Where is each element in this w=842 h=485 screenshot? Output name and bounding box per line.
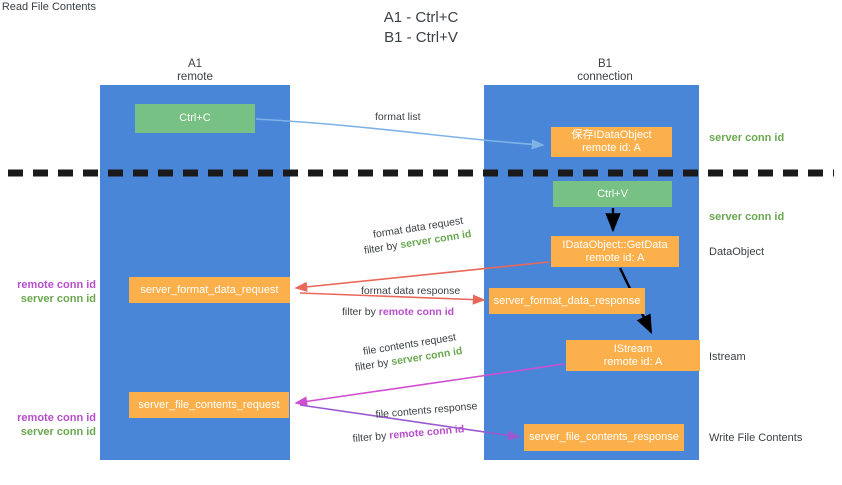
annotation-read-file-contents: Read File Contents	[1, 1, 96, 13]
lane-header-a1: A1 remote	[177, 58, 213, 83]
annotation-conn-ids-file: remote conn id server conn id	[2, 411, 96, 439]
node-istream[interactable]: IStream remote id: A	[566, 340, 700, 371]
lane-header-b1: B1 connection	[577, 58, 633, 83]
annotation-dataobject: DataObject	[709, 246, 765, 258]
node-server-file-contents-response[interactable]: server_file_contents_response	[524, 424, 684, 451]
annotation-server-conn-id-second: server conn id	[709, 211, 785, 223]
node-server-format-data-response[interactable]: server_format_data_response	[489, 288, 645, 314]
annotation-remote-conn-id-2: remote conn id	[17, 412, 96, 424]
edge-label-filter-remote-conn-id-file: filter by remote conn id	[352, 422, 465, 446]
annotation-server-conn-id-top: server conn id	[709, 132, 785, 144]
node-server-format-data-request[interactable]: server_format_data_request	[129, 277, 290, 303]
annotation-write-file-contents: Write File Contents	[709, 432, 803, 444]
node-ctrl-v[interactable]: Ctrl+V	[553, 181, 672, 207]
edge-label-file-contents-response: file contents response	[375, 400, 478, 421]
remote-conn-id-key: remote conn id	[378, 306, 455, 318]
edge-label-format-list: format list	[375, 111, 421, 123]
filter-by-text-3: filter by	[354, 356, 393, 374]
edge-label-format-data-response: format data response	[361, 285, 461, 297]
node-ctrl-c[interactable]: Ctrl+C	[135, 104, 255, 133]
node-server-file-contents-request[interactable]: server_file_contents_request	[129, 392, 289, 418]
filter-by-text-2: filter by	[342, 306, 379, 318]
filter-by-text: filter by	[363, 239, 402, 257]
annotation-server-conn-id-3: server conn id	[20, 426, 96, 438]
edge-label-filter-remote-conn-id-format: filter by remote conn id	[342, 305, 454, 319]
remote-conn-id-key-2: remote conn id	[388, 423, 465, 442]
page-title: A1 - Ctrl+C B1 - Ctrl+V	[383, 9, 459, 46]
node-idataobject-getdata[interactable]: IDataObject::GetData remote id: A	[551, 236, 679, 267]
annotation-istream: Istream	[709, 351, 746, 363]
annotation-conn-ids-format: remote conn id server conn id	[2, 278, 96, 306]
annotation-server-conn-id: server conn id	[20, 293, 96, 305]
node-save-idataobject[interactable]: 保存IDataObject remote id: A	[551, 127, 672, 157]
annotation-remote-conn-id: remote conn id	[17, 279, 96, 291]
filter-by-text-4: filter by	[352, 429, 390, 445]
